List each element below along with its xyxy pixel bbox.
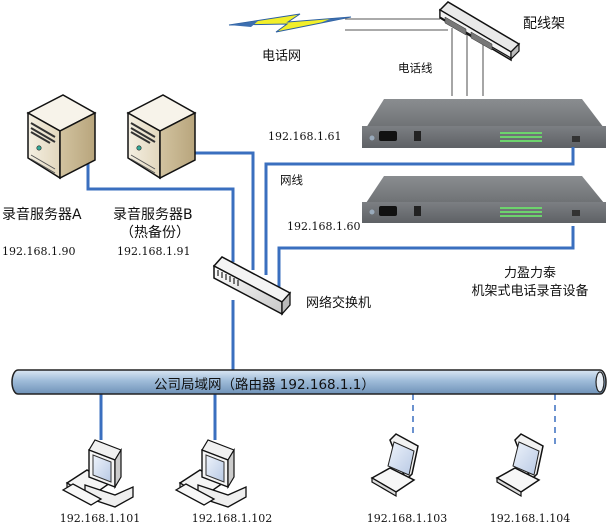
wireless-links <box>412 394 556 445</box>
rack-recorder-2-icon <box>362 176 606 223</box>
network-cables <box>86 147 575 440</box>
lan-bus-label: 公司局域网（路由器 192.168.1.1） <box>154 377 375 393</box>
server-b-ip: 192.168.1.91 <box>117 245 191 258</box>
client-1-ip: 192.168.1.101 <box>59 512 141 525</box>
server-a-name: 录音服务器A <box>2 207 82 223</box>
server-a-ip: 192.168.1.90 <box>2 245 76 258</box>
recorder-1-ip: 192.168.1.61 <box>268 130 342 143</box>
phone-lines <box>345 18 484 96</box>
lan-bus <box>11 369 607 395</box>
lightning-icon <box>228 13 352 33</box>
server-b-sub: （热备份） <box>120 225 190 241</box>
client-3-ip: 192.168.1.103 <box>366 512 448 525</box>
device-brand-label: 力盈力泰 <box>503 266 557 281</box>
phone-network-label: 电话网 <box>262 49 302 64</box>
laptop-2-icon <box>495 433 544 498</box>
laptop-1-icon <box>370 433 419 498</box>
phone-line-label: 电话线 <box>398 61 433 75</box>
client-4-ip: 192.168.1.104 <box>489 512 571 525</box>
patch-panel-label: 配线架 <box>523 16 565 32</box>
rack-recorder-1-icon <box>362 99 606 148</box>
patch-panel-icon <box>438 1 521 62</box>
network-cable-label: 网线 <box>280 173 303 187</box>
server-b-name: 录音服务器B <box>113 207 193 223</box>
network-switch-icon <box>212 256 292 316</box>
desktop-pc-2-icon <box>174 439 247 508</box>
network-switch-label: 网络交换机 <box>306 296 372 311</box>
recorder-2-ip: 192.168.1.60 <box>287 220 361 233</box>
server-a-icon <box>26 94 97 180</box>
device-type-label: 机架式电话录音设备 <box>471 284 589 299</box>
desktop-pc-1-icon <box>61 439 134 508</box>
server-b-icon <box>126 94 197 180</box>
client-2-ip: 192.168.1.102 <box>191 512 273 525</box>
